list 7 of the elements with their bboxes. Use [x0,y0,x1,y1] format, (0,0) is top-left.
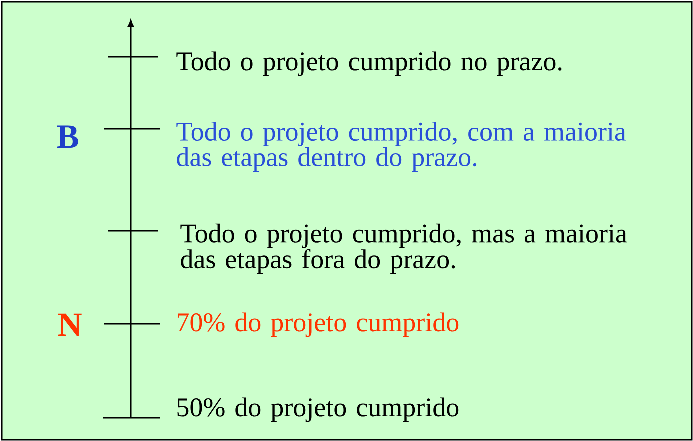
level-description: 70% do projeto cumprido [178,312,459,338]
level-letter: B [57,126,78,148]
level-letter: N [58,314,82,336]
level-description: 50% do projeto cumprido [178,398,459,422]
level-description: Todo o projeto cumprido, mas a maioria das etapas fora do prazo. [180,224,628,274]
level-description: Todo o projeto cumprido no prazo. [176,52,562,76]
level-description: Todo o projeto cumprido, com a maioria das etapas dentro do prazo. [176,122,626,172]
